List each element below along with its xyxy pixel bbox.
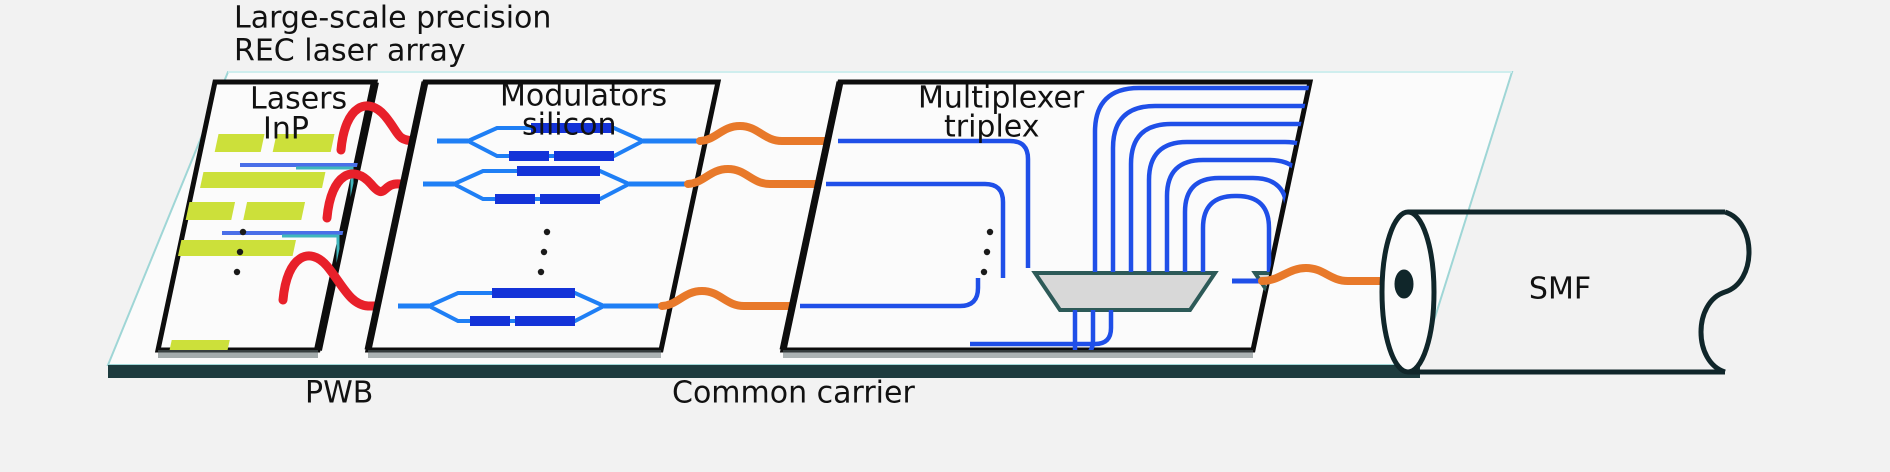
modulator-electrode — [492, 288, 575, 298]
modulator-chip: Modulators silicon — [364, 79, 722, 358]
smf-core — [1394, 269, 1414, 299]
laser-chip-label-line2: InP — [263, 112, 309, 147]
laser-chip-right-facet — [314, 81, 379, 351]
laser-element — [158, 340, 230, 350]
awg-slab-left — [1031, 271, 1219, 312]
multiplexer-input-ellipsis — [980, 228, 994, 276]
mach-zehnder-modulator — [437, 123, 700, 161]
smf-body — [1408, 209, 1725, 375]
smf-far-end — [1698, 209, 1752, 375]
multiplexer-chip-label-line2: triplex — [944, 110, 1040, 145]
multiplexer-chip-left-facet — [779, 81, 844, 351]
modulator-array-ellipsis — [537, 228, 551, 276]
modulator-electrode — [554, 151, 614, 161]
modulator-electrode — [515, 316, 575, 326]
modulator-electrode — [495, 194, 535, 204]
awg-lower-waveguides — [960, 310, 1114, 350]
modulator-electrode — [540, 194, 600, 204]
laser-chip-label-line1: Lasers — [250, 82, 347, 117]
common-carrier-label: Common carrier — [672, 376, 915, 411]
pwb-wire-orange — [658, 286, 804, 310]
title-block: Large-scale precision REC laser array — [234, 1, 551, 69]
modulator-chip-left-facet — [364, 81, 429, 351]
pwb-label: PWB — [305, 376, 373, 411]
multiplexer-chip-label-line1: Multiplexer — [918, 81, 1085, 116]
modulator-electrode — [470, 316, 510, 326]
modulator-chip-bottom-edge — [368, 350, 661, 358]
modulator-electrode — [517, 166, 600, 176]
pwb-wire-orange-to-smf — [1258, 263, 1396, 285]
pwb-modulator-to-multiplexer-group — [658, 121, 842, 310]
multiplexer-chip-bottom-edge — [783, 350, 1253, 358]
laser-array-ellipsis — [233, 228, 247, 276]
pwb-laser-to-modulator-group — [278, 101, 443, 311]
pwb-wire-red — [322, 169, 439, 223]
laser-chip-bottom-edge — [158, 350, 318, 358]
pwb-wire-red — [278, 251, 405, 311]
single-mode-fiber: SMF — [1379, 209, 1752, 375]
modulator-electrode — [531, 123, 614, 133]
pwb-wire-red — [336, 101, 443, 155]
modulator-chip-label-line1: Modulators — [500, 79, 667, 114]
title-line2: REC laser array — [234, 34, 466, 69]
carrier-front-edge — [108, 365, 1420, 378]
pwb-wire-orange — [684, 164, 830, 188]
modulator-electrode — [509, 151, 549, 161]
mach-zehnder-modulator — [398, 288, 662, 326]
pwb-wire-orange — [696, 121, 842, 145]
laser-element — [200, 134, 372, 188]
laser-array-chip: Lasers InP — [154, 79, 379, 358]
title-line1: Large-scale precision — [234, 1, 551, 36]
modulator-chip-label-line2: silicon — [522, 108, 617, 143]
awg-input-waveguides — [800, 138, 1031, 309]
smf-label: SMF — [1529, 272, 1591, 307]
mach-zehnder-modulator — [423, 166, 688, 204]
